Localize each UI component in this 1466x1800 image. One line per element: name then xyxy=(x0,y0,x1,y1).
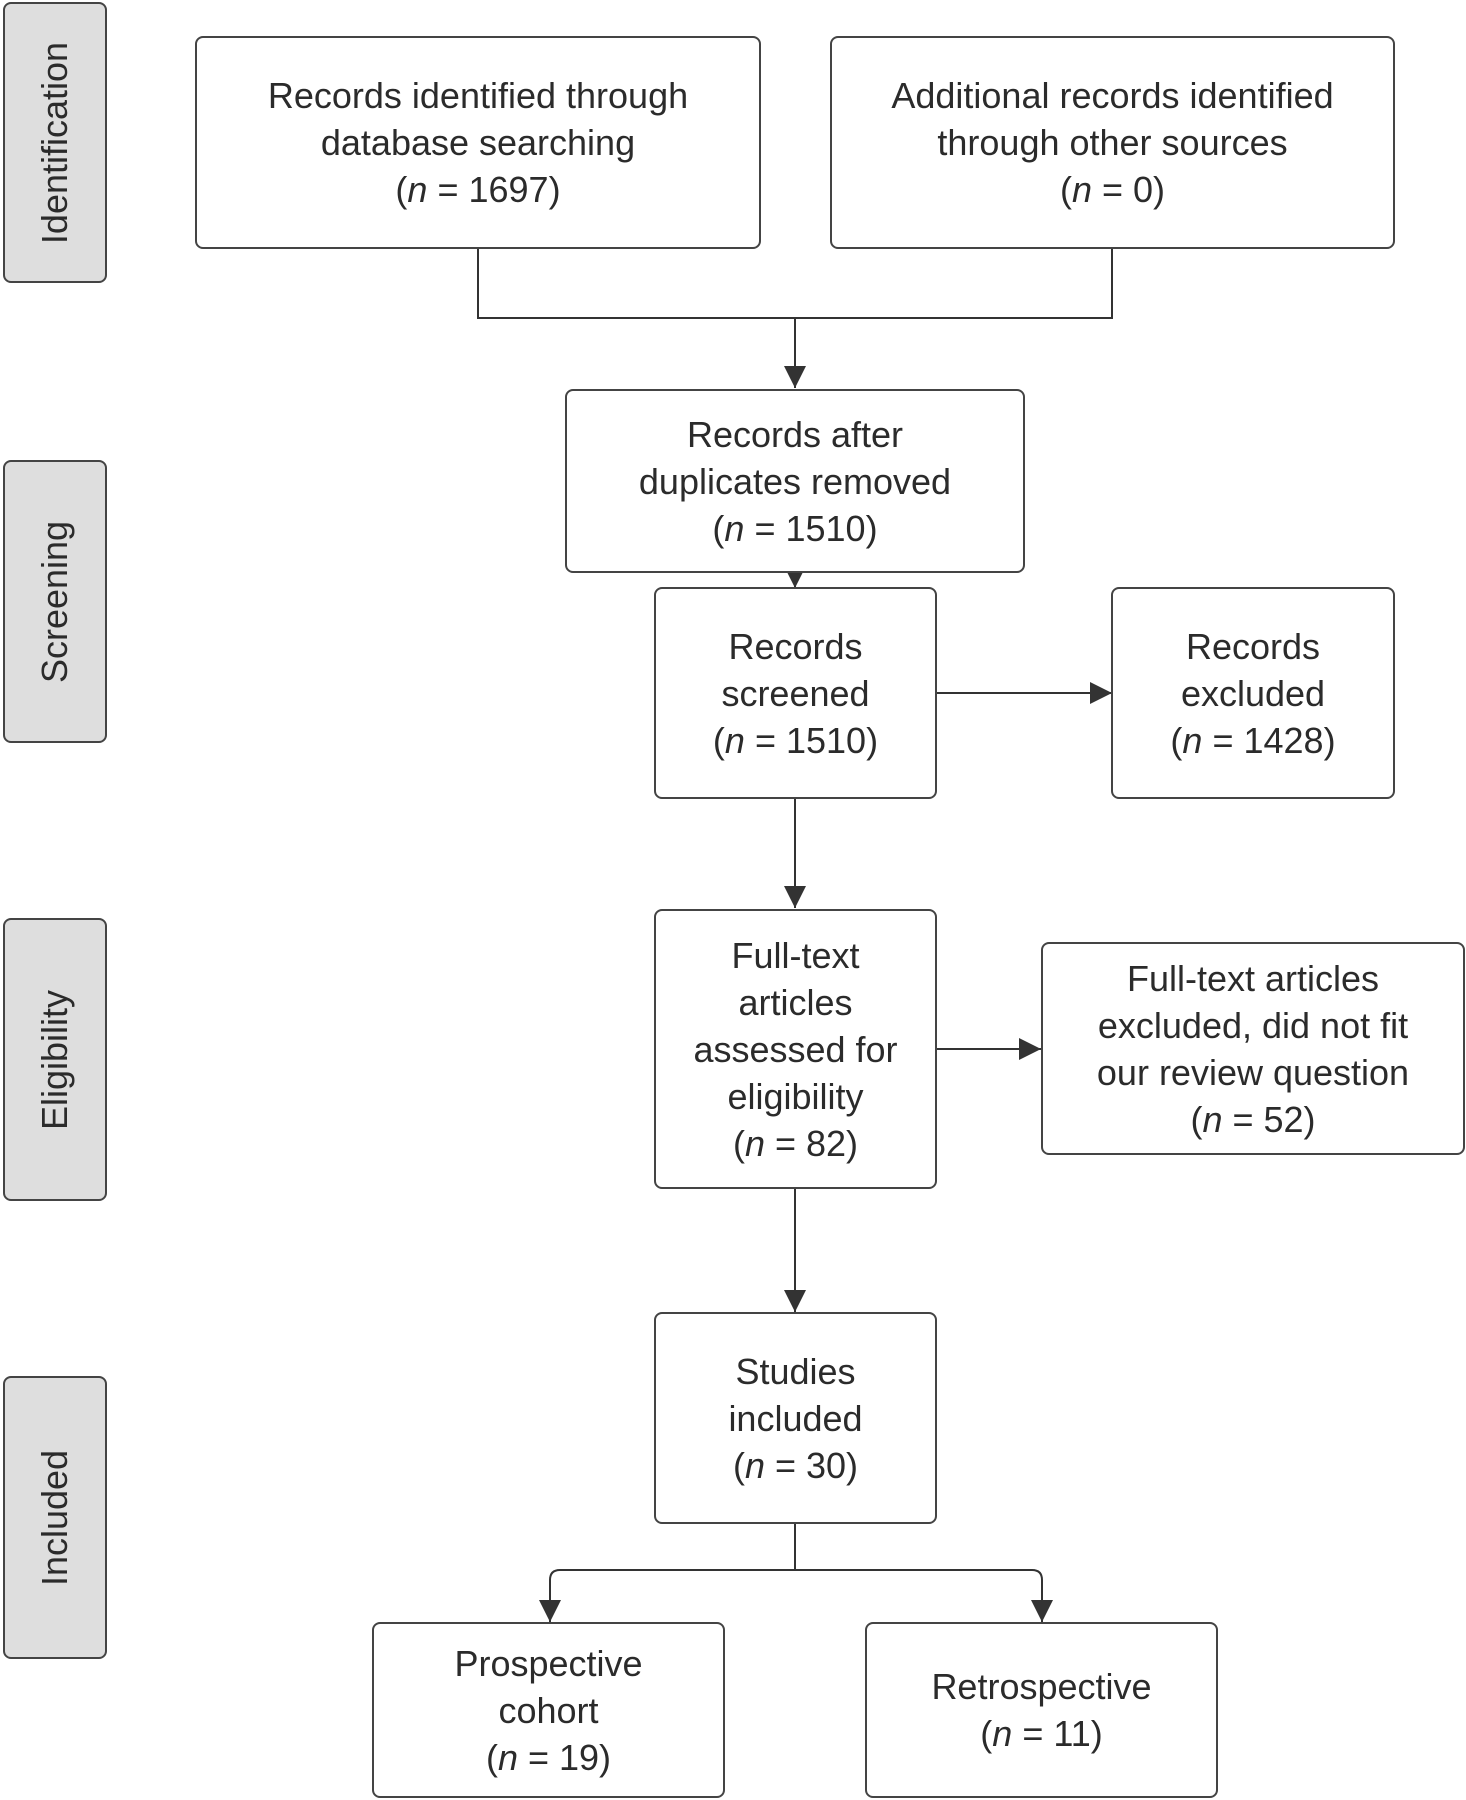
box-count: (n = 0) xyxy=(1059,169,1166,210)
box-other-sources: Additional records identified through ot… xyxy=(830,36,1395,249)
count-value: = 52) xyxy=(1232,1098,1316,1140)
box-text-line: Full-text articles xyxy=(1126,957,1380,999)
box-text-line: Full-text xyxy=(731,934,860,976)
box-text-line: screened xyxy=(721,672,870,714)
stage-screening: Screening xyxy=(3,460,107,743)
box-text-line: Records after xyxy=(686,413,904,455)
box-text-line: Retrospective xyxy=(931,1666,1152,1707)
box-text-line: Additional records identified xyxy=(891,75,1334,116)
box-count: (n = 19) xyxy=(485,1736,612,1778)
box-text-line: included xyxy=(728,1397,863,1439)
box-after-duplicates: Records after duplicates removed (n = 15… xyxy=(565,389,1025,573)
n-symbol: n xyxy=(1071,169,1092,210)
box-text-line: Records xyxy=(1185,625,1321,667)
box-text-line: eligibility xyxy=(727,1075,864,1117)
n-symbol: n xyxy=(724,719,745,761)
count-value: = 19) xyxy=(527,1736,612,1778)
box-studies-included: Studies included (n = 30) xyxy=(654,1312,937,1524)
box-text-line: Studies xyxy=(735,1350,856,1392)
box-fulltext-assessed: Full-text articles assessed for eligibil… xyxy=(654,909,937,1189)
n-symbol: n xyxy=(1202,1098,1223,1140)
n-symbol: n xyxy=(1182,719,1203,761)
count-value: = 1697) xyxy=(437,169,561,210)
box-prospective-cohort: Prospective cohort (n = 19) xyxy=(372,1622,725,1798)
box-records-excluded: Records excluded (n = 1428) xyxy=(1111,587,1395,799)
box-fulltext-excluded: Full-text articles excluded, did not fit… xyxy=(1041,942,1465,1155)
box-text-line: Prospective xyxy=(454,1642,643,1684)
n-symbol: n xyxy=(992,1713,1013,1754)
box-count: (n = 11) xyxy=(980,1713,1103,1754)
n-symbol: n xyxy=(497,1736,518,1778)
box-count: (n = 1510) xyxy=(712,719,879,761)
box-count: (n = 1697) xyxy=(395,169,561,210)
count-value: = 1510) xyxy=(754,719,879,761)
box-text-line: excluded xyxy=(1180,672,1326,714)
n-symbol: n xyxy=(744,1444,765,1486)
box-text-line: cohort xyxy=(498,1689,599,1731)
box-text-line: Records identified through xyxy=(267,75,689,116)
box-text-line: database searching xyxy=(320,122,636,163)
connector-database-merge xyxy=(477,248,795,319)
n-symbol: n xyxy=(407,169,428,210)
box-count: (n = 1510) xyxy=(712,507,878,549)
box-text-line: our review question xyxy=(1096,1051,1410,1093)
count-value: = 1428) xyxy=(1212,719,1336,761)
box-database-records: Records identified through database sear… xyxy=(195,36,761,249)
box-count: (n = 30) xyxy=(732,1444,859,1486)
box-text-line: duplicates removed xyxy=(638,460,952,502)
count-value: = 1510) xyxy=(754,507,878,549)
box-count: (n = 52) xyxy=(1190,1098,1316,1140)
stage-identification-label: Identification xyxy=(34,41,75,244)
box-text-line: Records xyxy=(728,625,863,667)
n-symbol: n xyxy=(724,507,745,549)
box-records-screened: Records screened (n = 1510) xyxy=(654,587,937,799)
connector-other-merge xyxy=(795,248,1113,319)
box-text-line: assessed for xyxy=(693,1028,898,1070)
count-value: = 0) xyxy=(1102,169,1166,210)
stage-identification: Identification xyxy=(3,2,107,283)
stage-included-label: Included xyxy=(34,1449,75,1586)
stage-eligibility: Eligibility xyxy=(3,918,107,1201)
box-count: (n = 82) xyxy=(732,1122,859,1164)
box-retrospective: Retrospective (n = 11) xyxy=(865,1622,1218,1798)
count-value: = 30) xyxy=(774,1444,859,1486)
arrow-to-retrospective xyxy=(795,1569,1053,1622)
count-value: = 11) xyxy=(1022,1713,1103,1754)
box-text-line: through other sources xyxy=(937,122,1288,163)
stage-screening-label: Screening xyxy=(34,520,75,683)
stage-included: Included xyxy=(3,1376,107,1659)
box-count: (n = 1428) xyxy=(1170,719,1336,761)
box-text-line: articles xyxy=(738,981,853,1023)
count-value: = 82) xyxy=(774,1122,859,1164)
stage-eligibility-label: Eligibility xyxy=(34,989,75,1130)
n-symbol: n xyxy=(744,1122,765,1164)
box-text-line: excluded, did not fit xyxy=(1097,1004,1409,1046)
arrow-to-prospective xyxy=(539,1569,795,1622)
